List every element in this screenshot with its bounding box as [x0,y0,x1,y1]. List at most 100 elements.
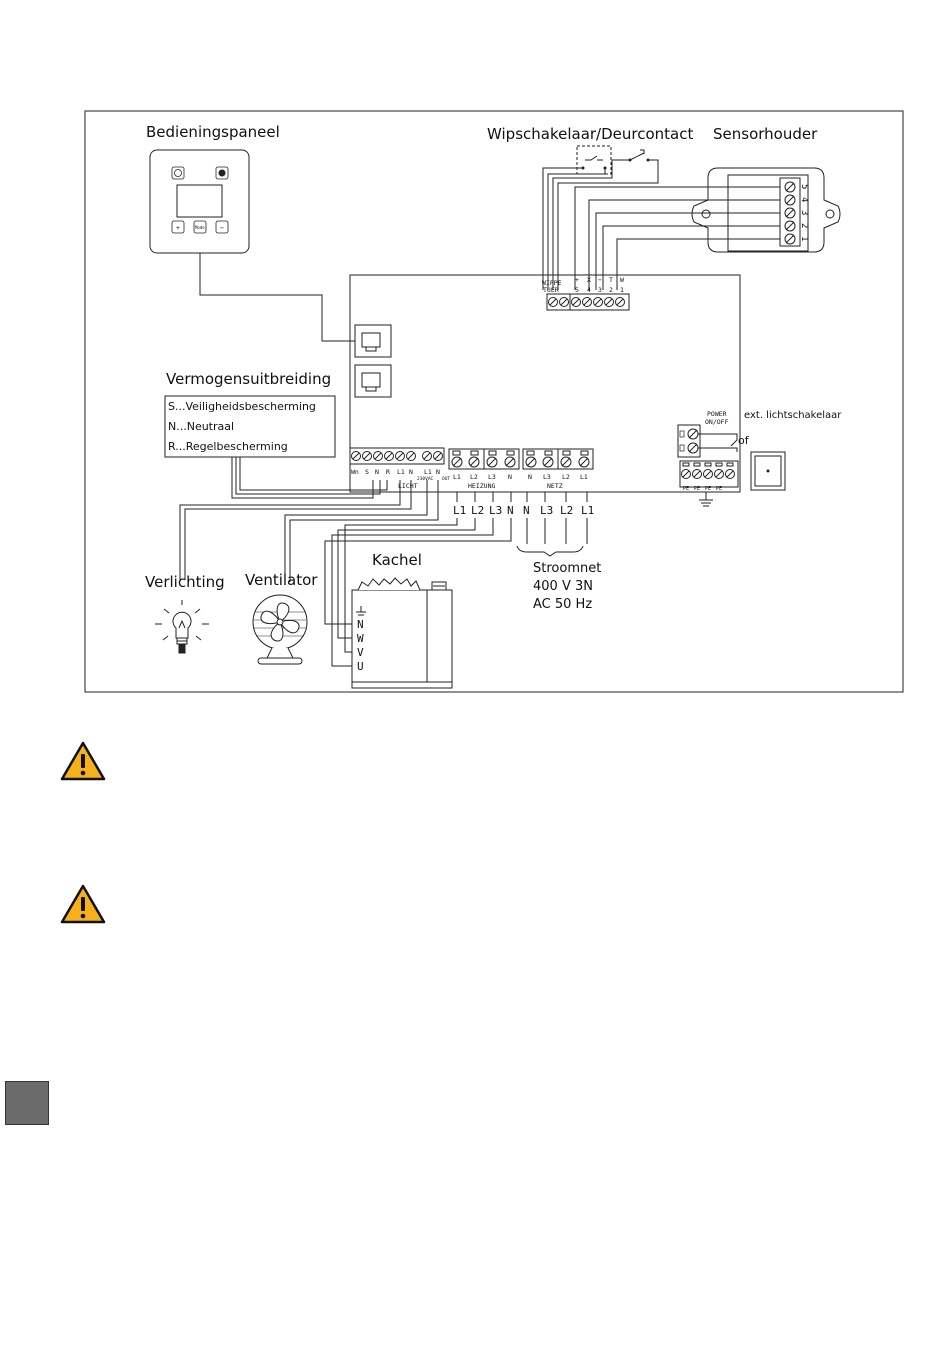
svg-text:1: 1 [799,236,809,241]
svg-text:NETZ: NETZ [547,482,563,490]
svg-text:L3: L3 [540,504,553,517]
svg-text:LICHT: LICHT [398,482,418,490]
svg-text:TUER: TUER [543,286,559,294]
pe-terminal-block: PE PE PE PE [679,460,739,492]
svg-text:4: 4 [799,197,809,202]
power-switch-terminal [677,424,738,458]
svg-text:2: 2 [799,223,809,228]
lighting-label: Verlichting [145,573,225,591]
svg-text:Wn: Wn [351,468,359,476]
power-extension-box [164,395,336,458]
svg-text:N: N [357,618,364,631]
svg-text:2: 2 [609,286,613,294]
svg-text:L2: L2 [471,504,484,517]
mains-frequency: AC 50 Hz [533,597,592,612]
svg-text:L3: L3 [543,473,551,481]
or-label: of [738,434,750,447]
svg-text:N: N [436,468,440,476]
licht-terminal-block: Wn S N R L1 N L1 N 230VAC OUT LICHT [349,447,450,490]
svg-text:PE: PE [716,486,722,492]
svg-text:3: 3 [598,286,602,294]
svg-text:4: 4 [587,286,591,294]
warning-triangle-icon [60,741,106,781]
svg-text:L2: L2 [562,473,570,481]
svg-text:3: 3 [799,210,809,215]
svg-text:POWER: POWER [707,410,727,418]
svg-text:Mode: Mode [195,225,205,230]
svg-text:230VAC: 230VAC [417,476,434,482]
svg-text:+: + [575,276,579,284]
svg-text:L1: L1 [581,504,594,517]
power-extension-label: Vermogensuitbreiding [166,370,331,388]
svg-text:HEIZUNG: HEIZUNG [468,482,495,490]
panel-button-mode [193,220,207,234]
sensor-holder: 5 4 3 2 1 [691,167,841,253]
heater-icon [351,577,453,689]
svg-text:5: 5 [575,286,579,294]
panel-button-plus [171,220,185,234]
svg-text:N: N [507,504,514,517]
svg-text:1: 1 [620,286,624,294]
svg-text:L1: L1 [424,468,432,476]
svg-text:L1: L1 [453,504,466,517]
svg-text:N: N [375,468,379,476]
light-bulb-icon [155,600,209,654]
svg-text:W: W [357,632,364,645]
svg-text:U: U [357,660,364,673]
ground-icon [699,492,713,507]
svg-text:L1: L1 [453,473,461,481]
rocker-switch-label: Wipschakelaar/Deurcontact [487,125,693,143]
legend-item: N...Neutraal [168,420,234,433]
top-terminal-block: WIPPE TUER + X − T W 5 4 3 2 1 [542,276,630,311]
svg-text:N: N [409,468,413,476]
light-icon [218,169,226,177]
svg-text:−: − [220,224,224,232]
svg-text:L3: L3 [489,504,502,517]
svg-text:WIPPE: WIPPE [542,279,562,287]
svg-text:N: N [508,473,512,481]
svg-text:T: T [609,276,613,284]
warning-triangle-icon [60,884,106,924]
rj-socket-1 [354,324,392,358]
svg-text:W: W [620,276,624,284]
svg-text:L1: L1 [580,473,588,481]
ext-light-switch [750,451,786,491]
svg-text:PE: PE [705,486,711,492]
svg-text:R: R [386,468,390,476]
svg-text:N: N [528,473,532,481]
svg-text:−: − [598,276,602,284]
heater-ground-icon [356,606,366,616]
fan-label: Ventilator [245,571,318,589]
mains-label: Stroomnet [533,561,601,576]
svg-text:5: 5 [799,184,809,189]
diagram-frame [84,110,904,693]
svg-text:L3: L3 [488,473,496,481]
rj-socket-2 [354,364,392,398]
svg-text:ON/OFF: ON/OFF [705,418,729,426]
sensor-holder-screws [784,181,796,245]
svg-text:S: S [365,468,369,476]
power-icon [174,169,182,177]
svg-text:PE: PE [683,486,689,492]
legend-item: S...Veiligheidsbescherming [168,400,316,413]
legend-item: R...Regelbescherming [168,440,288,453]
svg-text:X: X [587,276,591,284]
sensor-holder-label: Sensorhouder [713,125,818,143]
control-panel-label: Bedieningspaneel [146,123,280,141]
svg-text:L2: L2 [470,473,478,481]
svg-text:OUT: OUT [442,476,450,482]
panel-display [176,184,223,218]
panel-button-minus [215,220,229,234]
svg-text:L2: L2 [560,504,573,517]
mains-voltage: 400 V 3N [533,579,593,594]
page-tab-marker [5,1081,49,1125]
netz-terminal-block: N L3 L2 L1 NETZ [522,448,594,490]
ext-light-switch-label: ext. lichtschakelaar [744,410,842,421]
svg-text:N: N [523,504,530,517]
svg-text:PE: PE [694,486,700,492]
svg-text:V: V [357,646,364,659]
control-panel: + Mode − [149,149,250,254]
svg-text:L1: L1 [397,468,405,476]
svg-text:+: + [176,224,180,232]
